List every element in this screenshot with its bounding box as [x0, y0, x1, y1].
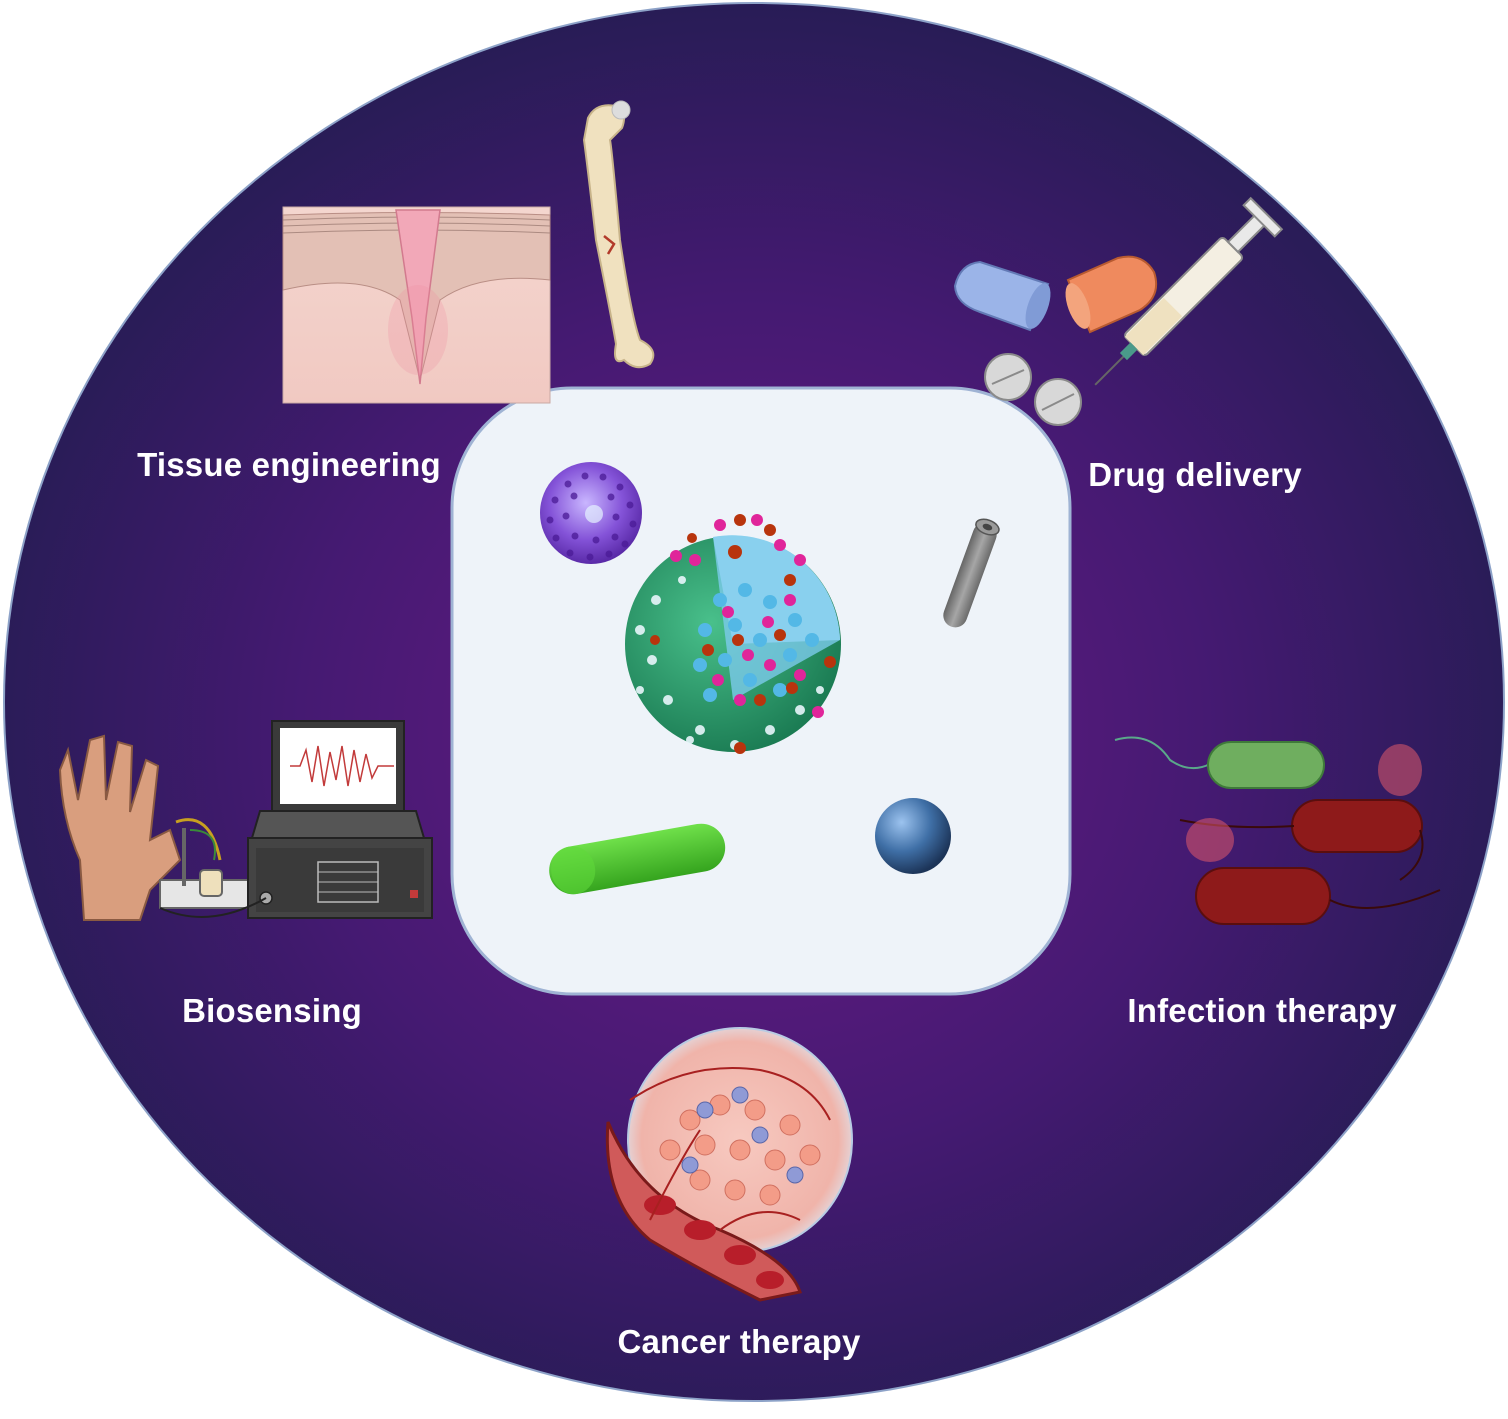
solid-nanosphere-icon	[875, 798, 951, 874]
core-shell-nanoparticle-icon	[625, 514, 841, 754]
biosensing-setup-icon	[58, 720, 433, 921]
drug-molecule-cluster	[650, 514, 836, 754]
tumor-blood-vessel-icon	[605, 1027, 853, 1302]
nanotube-icon	[943, 518, 1000, 628]
capsule-pills-syringe-icon	[953, 196, 1284, 426]
skin-wound-icon	[282, 206, 551, 404]
porous-nanosphere-icon	[540, 462, 642, 564]
tissue-engineering-label: Tissue engineering	[137, 446, 441, 483]
cancer-therapy-label: Cancer therapy	[617, 1323, 861, 1360]
fractured-bone-icon	[582, 100, 655, 369]
drug-delivery-label: Drug delivery	[1088, 456, 1302, 493]
infection-therapy-label: Infection therapy	[1127, 992, 1397, 1029]
bacteria-icon	[1114, 736, 1441, 925]
biosensing-label: Biosensing	[182, 992, 362, 1029]
nanorod-icon	[549, 823, 726, 895]
